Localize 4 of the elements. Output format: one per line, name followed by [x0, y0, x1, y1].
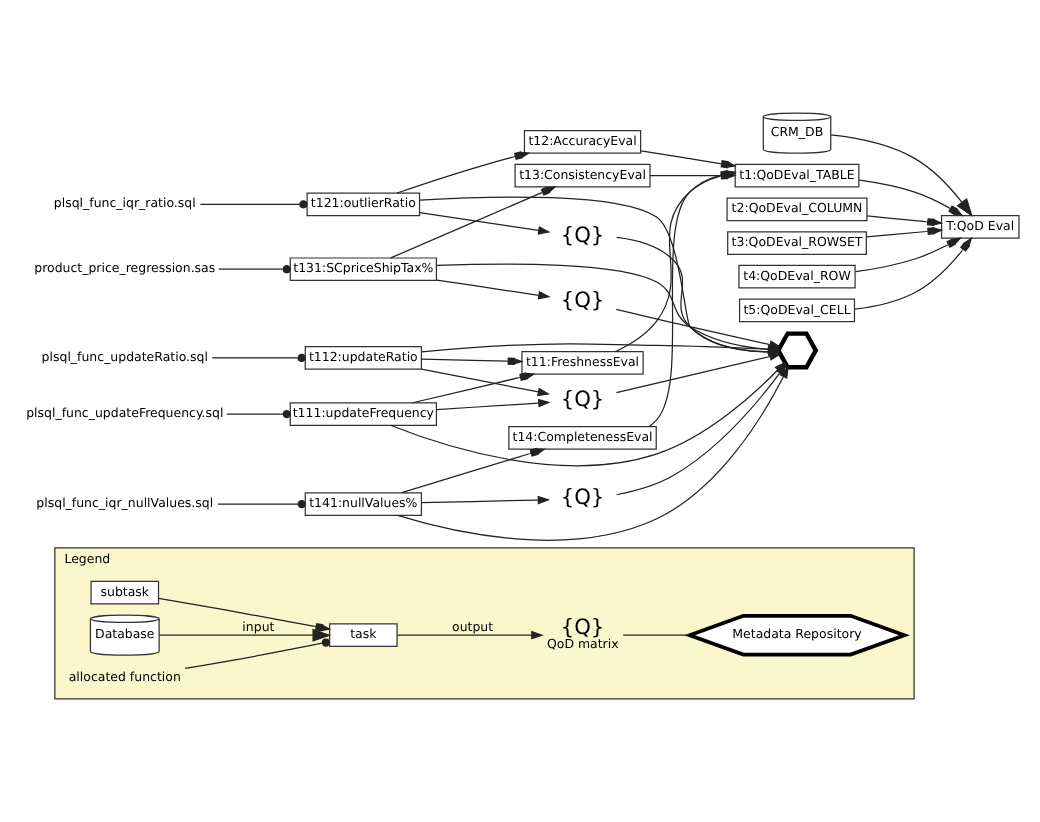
node-text: {Q} [559, 286, 604, 313]
node-text: {Q} [559, 221, 604, 248]
node-text: {Q} [559, 484, 604, 511]
node-text: {Q} [559, 385, 604, 412]
